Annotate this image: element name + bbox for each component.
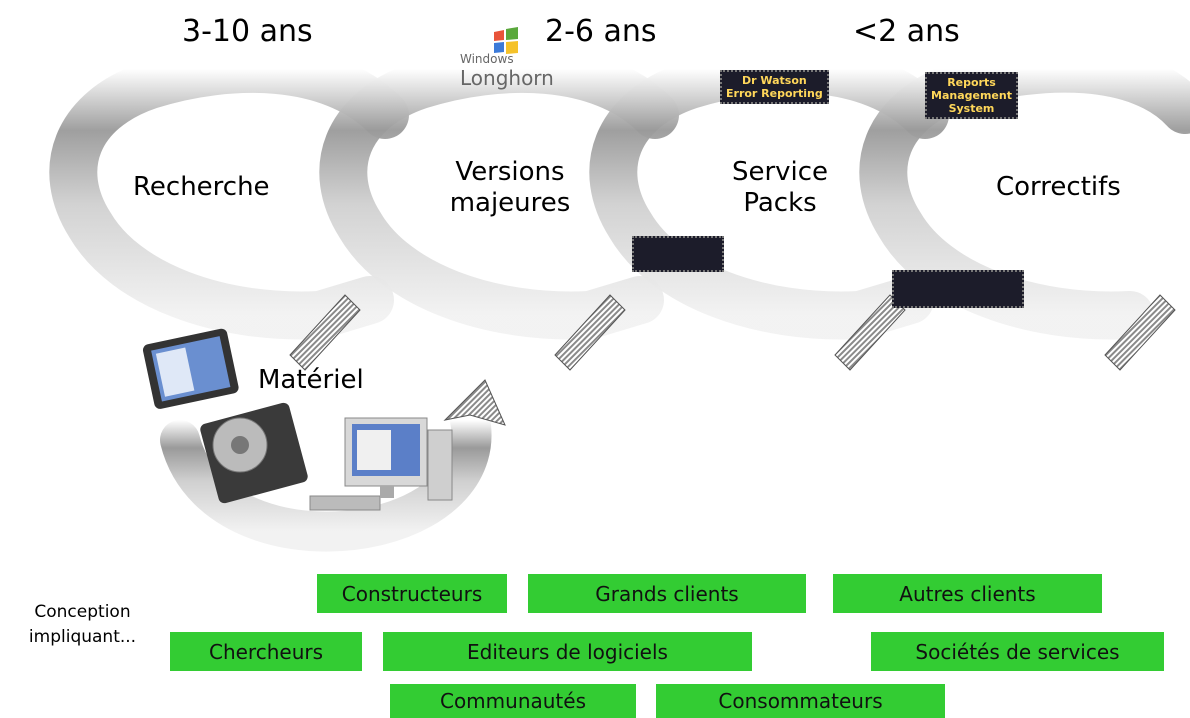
stage-service-line2: Packs [743, 188, 817, 218]
arrowhead-4 [1104, 294, 1176, 371]
duration-correctifs: <2 ans [853, 14, 960, 49]
dr-watson-logo: Dr Watson Error Reporting [720, 70, 829, 104]
stage-service-packs: Service Packs [710, 157, 850, 219]
hard-drive-icon [200, 402, 308, 504]
reports-line3: System [948, 102, 995, 115]
desktop-computer-icon [309, 417, 453, 511]
box-editeurs: Editeurs de logiciels [383, 632, 752, 671]
reports-line1: Reports [947, 76, 996, 89]
box-grands-clients: Grands clients [528, 574, 806, 613]
duration-recherche: 3-10 ans [182, 14, 313, 49]
arrowhead-3 [834, 294, 906, 371]
windows-longhorn-logo: Windows Longhorn [460, 52, 560, 90]
ring-versions [319, 44, 679, 340]
caption-line1: Conception [34, 602, 131, 622]
stage-recherche: Recherche [133, 172, 270, 202]
box-constructeurs: Constructeurs [317, 574, 507, 613]
box-communautes: Communautés [390, 684, 636, 718]
windows-logo-line2: Longhorn [460, 66, 554, 90]
arrowhead-materiel [443, 379, 506, 426]
box-autres-clients: Autres clients [833, 574, 1102, 613]
conception-caption: Conception impliquant... [10, 600, 155, 650]
stage-versions-majeures: Versions majeures [425, 157, 595, 219]
ring-arrowheads [289, 294, 1176, 371]
arrowhead-2 [554, 294, 626, 371]
caption-line2: impliquant... [28, 627, 137, 647]
box-consommateurs: Consommateurs [656, 684, 945, 718]
materiel-swoosh [160, 379, 506, 552]
ring-recherche [49, 44, 409, 340]
service-packs-badge-icon [632, 236, 724, 272]
tablet-pc-icon [142, 328, 239, 409]
arrowhead-1 [289, 294, 361, 371]
windows-logo-line1: Windows [460, 52, 514, 66]
box-societes: Sociétés de services [871, 632, 1164, 671]
stage-service-line1: Service [731, 157, 829, 187]
dr-watson-line1: Dr Watson [741, 74, 807, 87]
windows-flag-icon [494, 27, 518, 54]
correctifs-badge-icon [892, 270, 1024, 308]
reports-line2: Management [931, 89, 1012, 102]
stage-versions-line1: Versions [455, 157, 565, 187]
duration-versions: 2-6 ans [545, 14, 657, 49]
stage-materiel: Matériel [258, 365, 364, 395]
stage-versions-line2: majeures [449, 188, 571, 218]
stage-correctifs: Correctifs [996, 172, 1121, 202]
reports-management-logo: Reports Management System [925, 72, 1018, 119]
dr-watson-line2: Error Reporting [726, 87, 823, 100]
box-chercheurs: Chercheurs [170, 632, 362, 671]
